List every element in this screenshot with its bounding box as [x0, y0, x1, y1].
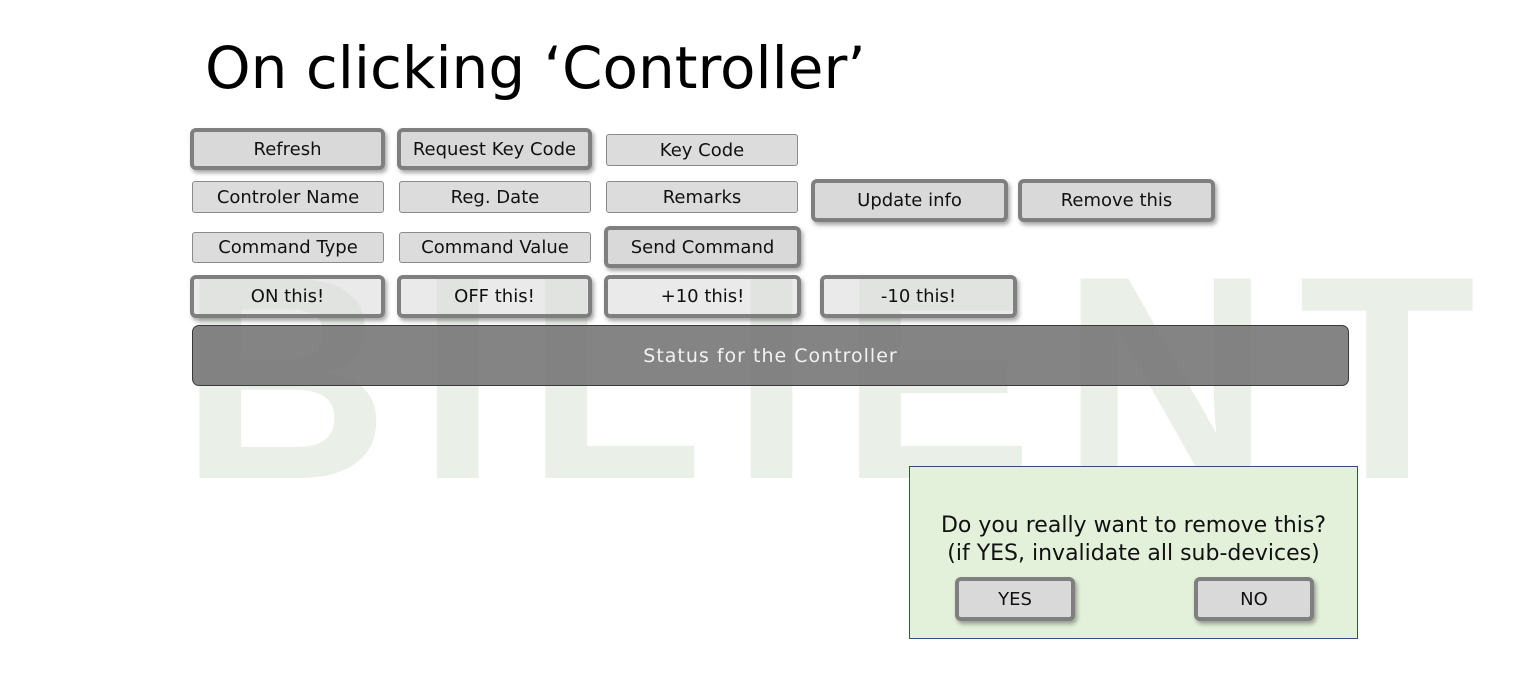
dialog-warning: (if YES, invalidate all sub-devices)	[947, 541, 1320, 566]
yes-button[interactable]: YES	[955, 577, 1075, 621]
send-command-button[interactable]: Send Command	[604, 226, 801, 268]
page-title: On clicking ‘Controller’	[205, 34, 866, 102]
on-this-button[interactable]: ON this!	[190, 275, 385, 318]
reg-date-field[interactable]: Reg. Date	[399, 181, 591, 213]
refresh-button[interactable]: Refresh	[190, 128, 385, 170]
remove-confirm-dialog: Do you really want to remove this? (if Y…	[909, 466, 1358, 639]
key-code-field[interactable]: Key Code	[606, 134, 798, 166]
off-this-button[interactable]: OFF this!	[397, 275, 592, 318]
request-key-code-button[interactable]: Request Key Code	[397, 128, 592, 170]
dialog-question: Do you really want to remove this?	[940, 513, 1327, 538]
controller-status-bar: Status for the Controller	[192, 325, 1349, 386]
update-info-button[interactable]: Update info	[811, 179, 1008, 222]
minus-10-this-button[interactable]: -10 this!	[820, 275, 1017, 318]
controller-name-field[interactable]: Controler Name	[192, 181, 384, 213]
command-type-field[interactable]: Command Type	[192, 232, 384, 263]
no-button[interactable]: NO	[1194, 577, 1314, 621]
plus-10-this-button[interactable]: +10 this!	[604, 275, 801, 318]
command-value-field[interactable]: Command Value	[399, 232, 591, 263]
remove-this-button[interactable]: Remove this	[1018, 179, 1215, 222]
remarks-field[interactable]: Remarks	[606, 181, 798, 213]
